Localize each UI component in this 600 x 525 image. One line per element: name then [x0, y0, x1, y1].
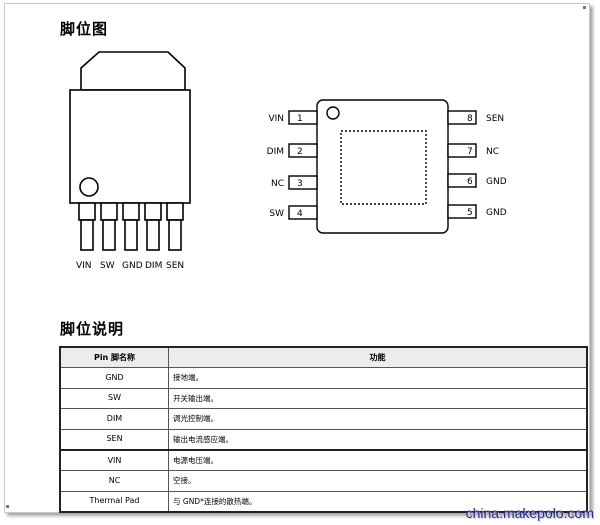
- to-package-pin-labels: VIN SW GND DIM SEN: [76, 261, 184, 271]
- msop-pin-name: VIN: [268, 114, 284, 124]
- to-pin-label: SEN: [166, 261, 184, 271]
- column-header-pin: Pin 脚名称: [59, 346, 169, 369]
- pin-name-cell: DIM: [59, 408, 169, 430]
- to-pin-stub: [144, 202, 162, 221]
- watermark-text: china.makepolo.com: [465, 505, 594, 521]
- pin-function-cell: 接地端。: [168, 367, 588, 389]
- table-row: VIN 电源电压端。: [59, 448, 588, 472]
- table-header-row: Pin 脚名称 功能: [59, 346, 588, 369]
- msop-pin-number: 4: [297, 209, 303, 219]
- corner-marker-bottom-left: [6, 505, 9, 508]
- to-package-tab: [80, 51, 186, 91]
- pin-name-cell: SEN: [59, 428, 169, 451]
- msop-pin-number: 5: [467, 208, 473, 218]
- to-pin-label: GND: [122, 261, 143, 271]
- pin-function-cell: 空接。: [168, 470, 588, 492]
- pin-description-title: 脚位说明: [60, 320, 125, 338]
- pin-function-cell: 与 GND*连接的散热端。: [168, 490, 588, 513]
- to-pin-label: DIM: [145, 261, 162, 271]
- msop-pin-name: SEN: [486, 114, 504, 124]
- msop-pin1-marker: [326, 106, 340, 120]
- msop-pin-number: 7: [467, 147, 473, 157]
- msop-pin-name: DIM: [267, 147, 284, 157]
- pin-name-cell: Thermal Pad: [59, 490, 169, 513]
- pin-name-cell: NC: [59, 470, 169, 492]
- to-pin-lead: [168, 219, 182, 251]
- pin-function-cell: 电源电压端。: [168, 448, 588, 472]
- to-pin-label: VIN: [76, 261, 92, 271]
- msop-pin-number: 6: [467, 177, 473, 187]
- to-package-diagram: [69, 51, 191, 251]
- to-package-pin1-marker: [79, 177, 99, 197]
- msop-pin-tab: [288, 205, 318, 220]
- msop-pin-number: 1: [297, 114, 303, 124]
- pin-function-cell: 调光控制端。: [168, 408, 588, 430]
- msop-pin-numbers: 1 2 3 4 8 7 6 5: [297, 114, 473, 219]
- msop-pin-names: VIN DIM NC SW SEN NC GND GND: [267, 114, 507, 219]
- pin-name-cell: VIN: [59, 448, 169, 472]
- msop-pin-name: NC: [271, 179, 284, 189]
- to-pin-stub: [166, 202, 184, 221]
- to-pin-stub: [100, 202, 118, 221]
- msop-pin-tab: [447, 143, 477, 158]
- to-pin-lead: [80, 219, 94, 251]
- to-pin-lead: [146, 219, 160, 251]
- msop-pin-tab: [447, 204, 477, 219]
- table-row: NC 空接。: [59, 470, 588, 492]
- msop-pin-name: GND: [486, 208, 507, 218]
- pin-function-cell: 输出电流感应端。: [168, 428, 588, 451]
- table-row: SEN 输出电流感应端。: [59, 428, 588, 451]
- msop-pin-name: GND: [486, 177, 507, 187]
- msop-pin-number: 8: [467, 114, 473, 124]
- to-pin-label: SW: [100, 261, 115, 271]
- msop-pin-tab: [447, 173, 477, 188]
- msop-package-body: [316, 99, 449, 234]
- pin-description-table: Pin 脚名称 功能 GND 接地端。 SW 开关输出端。 DIM 调光控制端。…: [59, 346, 588, 514]
- msop-package-diagram: [288, 99, 477, 234]
- msop-pin-name: SW: [269, 209, 284, 219]
- to-pin-stub: [78, 202, 96, 221]
- msop-pin-tab: [288, 175, 318, 190]
- table-row: SW 开关输出端。: [59, 387, 588, 410]
- table-row: DIM 调光控制端。: [59, 408, 588, 430]
- corner-marker-top-right: [583, 6, 586, 9]
- msop-pin-name: NC: [486, 147, 499, 157]
- msop-pin-tab: [288, 110, 318, 125]
- to-pin-stub: [122, 202, 140, 221]
- to-pin-lead: [124, 219, 138, 251]
- column-header-function: 功能: [168, 346, 588, 369]
- table-row: GND 接地端。: [59, 367, 588, 389]
- to-pin-lead: [102, 219, 116, 251]
- msop-pin-number: 3: [297, 179, 303, 189]
- msop-pin-tab: [288, 143, 318, 158]
- pinout-diagrams: VIN SW GND DIM SEN 1 2 3 4 8 7 6 5 VIN D…: [69, 51, 507, 271]
- msop-pin-number: 2: [297, 147, 303, 157]
- msop-pin-tab: [447, 110, 477, 125]
- pin-name-cell: SW: [59, 387, 169, 410]
- msop-thermal-pad: [340, 130, 427, 205]
- table-row: Thermal Pad 与 GND*连接的散热端。: [59, 490, 588, 513]
- pin-function-cell: 开关输出端。: [168, 387, 588, 410]
- pin-name-cell: GND: [59, 367, 169, 389]
- pinout-title: 脚位图: [60, 20, 109, 38]
